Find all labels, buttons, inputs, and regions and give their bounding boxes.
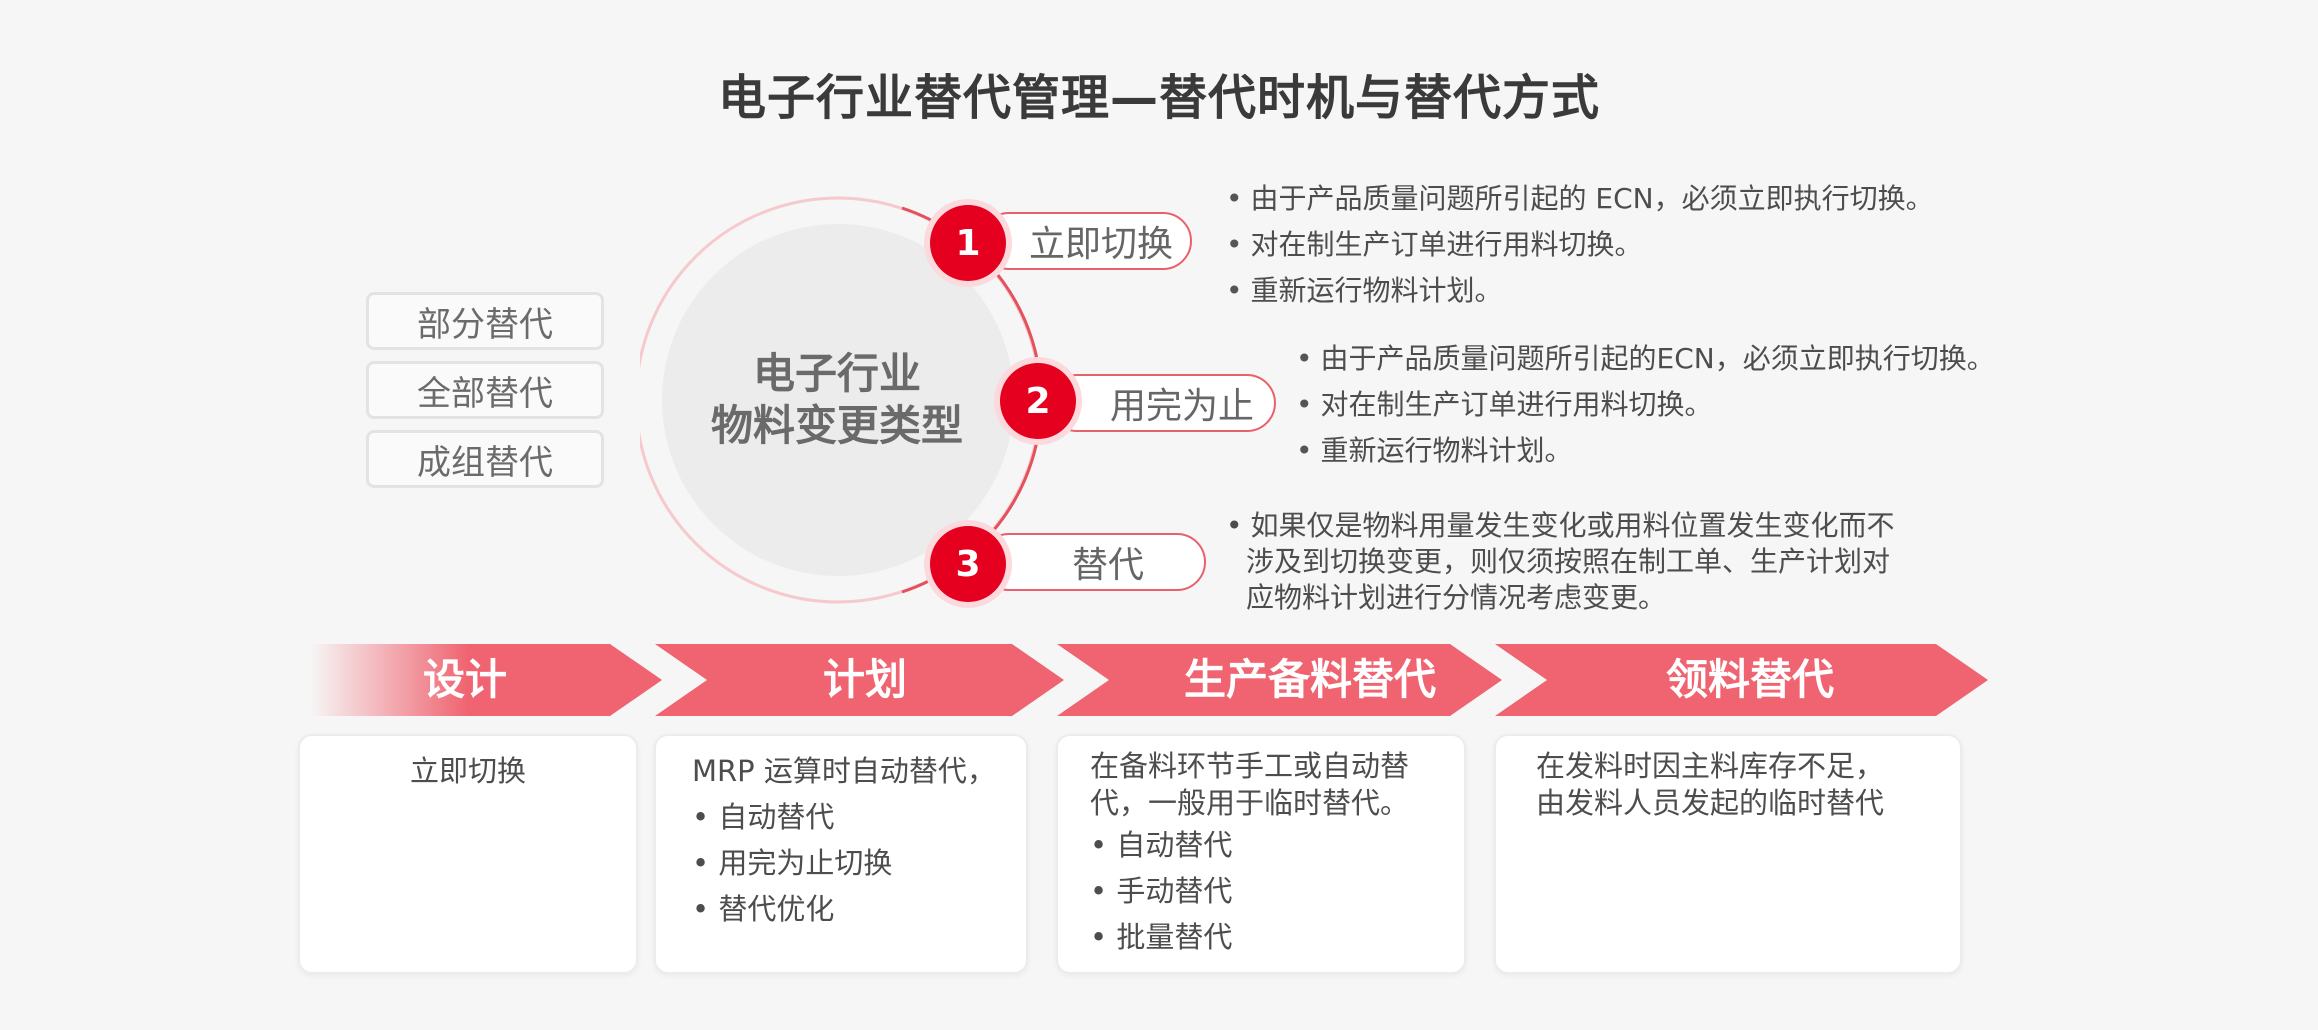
center-label: 电子行业 物料变更类型 [662,348,1012,452]
arrow-material-issue [1495,644,1988,716]
bullet-item: 重新运行物料计划。 [1296,428,1995,474]
stage-label-production-prep: 生产备料替代 [1183,655,1436,704]
type-2-bullets: 由于产品质量问题所引起的ECN，必须立即执行切换。 对在制生产订单进行用料切换。… [1296,336,1995,474]
stage-card-production-prep: 在备料环节手工或自动替 代，一般用于临时替代。 自动替代 手动替代 批量替代 [1056,734,1466,974]
card-intro: 在发料时因主料库存不足， [1536,749,1885,783]
card-item: 手动替代 [1090,868,1464,914]
process-arrows [310,644,1988,716]
stage-label-plan: 计划 [822,655,907,704]
card-intro: 代，一般用于临时替代。 [1090,786,1410,820]
center-label-line2: 物料变更类型 [710,401,963,450]
card-intro: MRP 运算时自动替代， [692,754,996,788]
option-partial-substitute: 部分替代 [366,292,604,350]
type-pill-immediate-switch: 立即切换 [980,212,1192,270]
bullet-item: 对在制生产订单进行用料切换。 [1226,222,1934,268]
bullet-item: 由于产品质量问题所引起的ECN，必须立即执行切换。 [1296,336,1995,382]
type-number-badge: 1 [930,205,1006,281]
card-item: 替代优化 [692,886,1026,932]
type-label: 立即切换 [1028,224,1173,265]
center-circle [662,224,1014,576]
type-number-badge: 2 [1000,363,1076,439]
card-item: 自动替代 [1090,822,1464,868]
card-item: 批量替代 [1090,914,1464,960]
stage-label-design: 设计 [422,655,507,704]
bullet-item: 重新运行物料计划。 [1226,268,1934,314]
card-intro: 由发料人员发起的临时替代 [1536,786,1885,820]
card-intro: 在备料环节手工或自动替 [1090,749,1410,783]
type-label: 替代 [1071,545,1144,586]
type-number-badge: 3 [930,526,1006,602]
type-label: 用完为止 [1109,386,1254,427]
card-item: 自动替代 [692,794,1026,840]
type-1-bullets: 由于产品质量问题所引起的 ECN，必须立即执行切换。 对在制生产订单进行用料切换… [1226,176,1934,314]
arrow-design [310,644,662,716]
arrow-production-prep [1057,644,1502,716]
card-text: 立即切换 [409,754,526,788]
type-pill-use-up: 用完为止 [1048,374,1276,432]
description-line: 涉及到切换变更，则仅须按照在制工单、生产计划对 [1246,545,1891,578]
page-title: 电子行业替代管理—替代时机与替代方式 [717,70,1600,126]
type-3-description: 如果仅是物料用量发生变化或用料位置发生变化而不 涉及到切换变更，则仅须按照在制工… [1226,508,1895,616]
stage-card-plan: MRP 运算时自动替代， 自动替代 用完为止切换 替代优化 [654,734,1028,974]
bullet-item: 由于产品质量问题所引起的 ECN，必须立即执行切换。 [1226,176,1934,222]
card-item: 用完为止切换 [692,840,1026,886]
type-pill-substitute: 替代 [980,533,1206,591]
stage-label-material-issue: 领料替代 [1665,655,1834,704]
stage-card-material-issue: 在发料时因主料库存不足， 由发料人员发起的临时替代 [1494,734,1962,974]
center-label-line1: 电子行业 [752,349,921,398]
stage-card-design: 立即切换 [298,734,638,974]
arrow-plan [655,644,1064,716]
option-full-substitute: 全部替代 [366,361,604,419]
description-line: 应物料计划进行分情况考虑变更。 [1246,581,1667,614]
bullet-item: 对在制生产订单进行用料切换。 [1296,382,1995,428]
description-line: 如果仅是物料用量发生变化或用料位置发生变化而不 [1226,508,1895,544]
option-group-substitute: 成组替代 [366,430,604,488]
